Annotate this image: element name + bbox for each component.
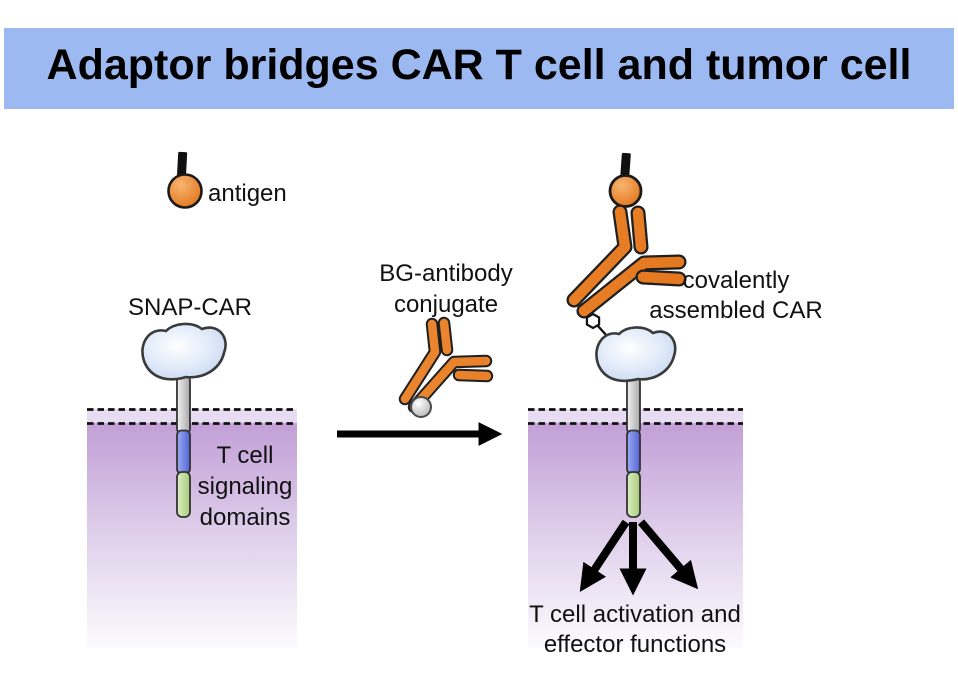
snap-tag-blob — [141, 322, 227, 381]
antigen-icon-right — [608, 152, 643, 208]
signaling-domain — [626, 471, 641, 518]
receptor-stalk — [176, 375, 191, 434]
benzylguanine-linker-icon — [585, 312, 608, 337]
transmembrane-domain — [626, 429, 641, 475]
title-banner: Adaptor bridges CAR T cell and tumor cel… — [4, 28, 954, 109]
antigen-label: antigen — [208, 180, 287, 207]
snap-car-receptor-right — [595, 326, 677, 518]
receptor-stalk — [626, 377, 641, 434]
antigen-icon — [167, 151, 203, 209]
snap-tag-blob — [595, 326, 677, 383]
page-title: Adaptor bridges CAR T cell and tumor cel… — [46, 41, 912, 89]
activation-arrows-icon — [579, 519, 699, 596]
bg-conjugate-label: BG-antibody conjugate — [379, 260, 513, 318]
activation-label: T cell activation and effector functions — [529, 601, 741, 658]
cell-membrane-left — [87, 408, 297, 648]
assembled-antibody-icon — [566, 204, 687, 319]
signaling-domain — [176, 471, 191, 518]
covalent-car-label: covalently assembled CAR — [649, 267, 823, 324]
transmembrane-domain — [176, 429, 191, 475]
bg-linker-ball-icon — [410, 396, 432, 418]
bg-antibody-conjugate-icon — [398, 316, 494, 418]
signaling-domains-label: T cell signaling domains — [197, 442, 293, 531]
snap-car-label: SNAP-CAR — [127, 294, 253, 321]
snap-car-receptor — [141, 322, 227, 518]
